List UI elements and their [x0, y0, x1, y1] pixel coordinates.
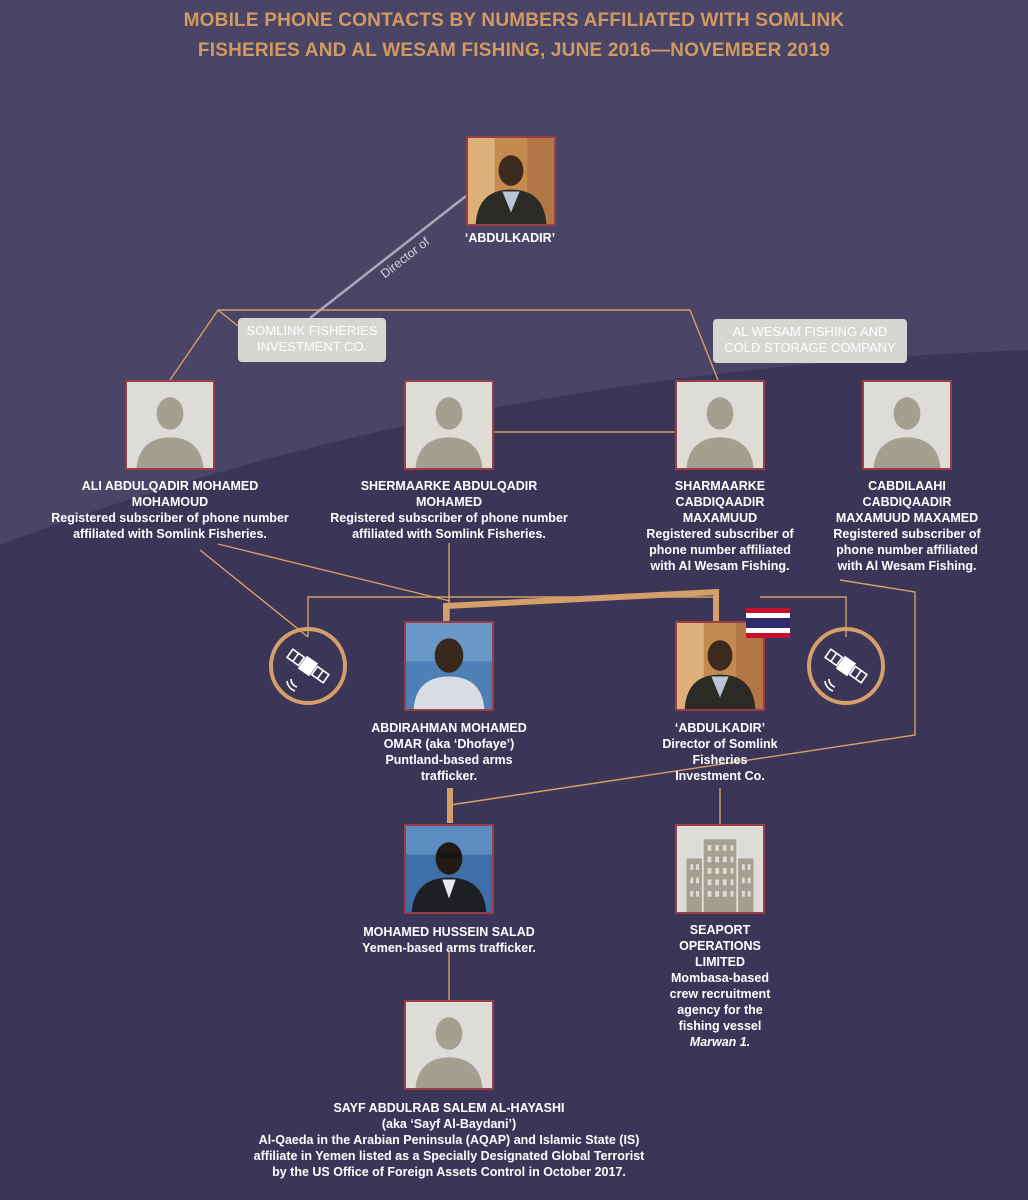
name-abdulkadir-top: ‘ABDULKADIR’ [464, 231, 556, 245]
photo-shermaarke [404, 380, 494, 470]
name-cabdilaahi-line-1: CABDILAAHI [868, 479, 946, 493]
desc-seaport-line-4: fishing vessel [678, 1019, 762, 1033]
desc-abdirahman-line-1: Puntland-based arms [385, 753, 513, 767]
satellite-right [807, 627, 885, 705]
company-somlink-line-2: INVESTMENT CO. [256, 339, 368, 354]
photo-ali [125, 380, 215, 470]
satellite-left [269, 627, 347, 705]
label-cabdilaahi: CABDILAAHI CABDIQAADIR MAXAMUUD MAXAMED … [818, 478, 996, 574]
company-alwesam-line-2: COLD STORAGE COMPANY [724, 340, 896, 355]
name-sharmaarke-line-3: MAXAMUUD [682, 511, 758, 525]
name-shermaarke-line-1: SHERMAARKE ABDULQADIR [360, 479, 538, 493]
name-sayf-line-2: (aka ‘Sayf Al-Baydani’) [381, 1117, 517, 1131]
title-line-2: FISHERIES AND AL WESAM FISHING, JUNE 201… [197, 40, 831, 61]
person-photo-icon [468, 138, 554, 224]
label-seaport: SEAPORT OPERATIONS LIMITED Mombasa-based… [650, 922, 790, 1050]
desc-cabdilaahi-line-2: phone number affiliated [836, 543, 978, 557]
name-seaport-line-1: SEAPORT [689, 923, 751, 937]
company-alwesam-line-1: AL WESAM FISHING AND [732, 324, 888, 339]
company-box-somlink: SOMLINK FISHERIES INVESTMENT CO. [238, 318, 386, 362]
desc-seaport-line-1: Mombasa-based [671, 971, 769, 985]
label-ali: ALI ABDULQADIR MOHAMED MOHAMOUD Register… [40, 478, 300, 542]
satellite-icon [285, 648, 331, 692]
label-abdulkadir-top: ‘ABDULKADIR’ [430, 230, 590, 246]
label-abdulkadir-mid: ‘ABDULKADIR’ Director of Somlink Fisheri… [640, 720, 800, 784]
satellite-icon [823, 648, 869, 692]
person-silhouette-icon [677, 382, 763, 468]
name-abdulkadir-mid: ‘ABDULKADIR’ [674, 721, 766, 735]
desc-seaport-line-2: crew recruitment [669, 987, 771, 1001]
desc-sharmaarke-line-2: phone number affiliated [649, 543, 791, 557]
name-sharmaarke-line-1: SHARMAARKE [674, 479, 766, 493]
desc-seaport-line-3: agency for the [677, 1003, 763, 1017]
photo-abdulkadir-top [466, 136, 556, 226]
name-ali-line-2: MOHAMOUD [131, 495, 209, 509]
desc-cabdilaahi-line-1: Registered subscriber of [833, 527, 981, 541]
person-photo-icon [406, 826, 492, 912]
label-sharmaarke: SHARMAARKE CABDIQAADIR MAXAMUUD Register… [634, 478, 806, 574]
desc-ali-line-2: affiliated with Somlink Fisheries. [73, 527, 267, 541]
label-mohamed-hussein: MOHAMED HUSSEIN SALAD Yemen-based arms t… [330, 924, 568, 956]
name-cabdilaahi-line-2: CABDIQAADIR [862, 495, 952, 509]
desc-abdirahman-line-2: trafficker. [420, 769, 478, 783]
person-silhouette-icon [864, 382, 950, 468]
desc-abdulkadir-mid-line-1: Director of Somlink [662, 737, 778, 751]
connector-sat-right-frame [760, 596, 847, 637]
person-silhouette-icon [406, 1002, 492, 1088]
name-mohamed-hussein: MOHAMED HUSSEIN SALAD [363, 925, 535, 939]
photo-abdirahman [404, 621, 494, 711]
connector-somlink-box-left [169, 308, 239, 381]
connector-director-of [309, 195, 467, 319]
connector-cabdilaahi-loop [449, 579, 916, 806]
name-abdirahman-line-2: OMAR (aka ‘Dhofaye’) [383, 737, 515, 751]
photo-mohamed-hussein [404, 824, 494, 914]
thailand-flag-icon [746, 608, 790, 638]
desc-shermaarke-line-2: affiliated with Somlink Fisheries. [352, 527, 546, 541]
photo-abdulkadir-mid [675, 621, 765, 711]
building-icon [677, 826, 763, 912]
desc-sayf-line-2: affiliate in Yemen listed as a Specially… [253, 1149, 645, 1163]
label-shermaarke: SHERMAARKE ABDULQADIR MOHAMED Registered… [320, 478, 578, 542]
name-sharmaarke-line-2: CABDIQAADIR [675, 495, 765, 509]
vessel-name: Marwan 1. [689, 1035, 751, 1049]
name-abdirahman-line-1: ABDIRAHMAN MOHAMED [371, 721, 527, 735]
name-cabdilaahi-line-3: MAXAMUUD MAXAMED [835, 511, 979, 525]
label-abdirahman: ABDIRAHMAN MOHAMED OMAR (aka ‘Dhofaye’) … [340, 720, 558, 784]
photo-sayf [404, 1000, 494, 1090]
desc-shermaarke-line-1: Registered subscriber of phone number [330, 511, 568, 525]
company-somlink-line-1: SOMLINK FISHERIES [246, 323, 378, 338]
desc-cabdilaahi-line-3: with Al Wesam Fishing. [837, 559, 977, 573]
connector-alwesam-sharmaarke [689, 309, 719, 381]
person-photo-icon [677, 623, 763, 709]
photo-sharmaarke [675, 380, 765, 470]
connector-ali-abdulkadir-mid [217, 543, 451, 602]
company-box-alwesam: AL WESAM FISHING AND COLD STORAGE COMPAN… [713, 319, 907, 363]
desc-sharmaarke-line-1: Registered subscriber of [646, 527, 794, 541]
name-shermaarke-line-2: MOHAMED [416, 495, 482, 509]
desc-sharmaarke-line-3: with Al Wesam Fishing. [650, 559, 790, 573]
desc-abdulkadir-mid-line-3: Investment Co. [675, 769, 765, 783]
photo-seaport [675, 824, 765, 914]
person-silhouette-icon [406, 382, 492, 468]
desc-sayf-line-3: by the US Office of Foreign Assets Contr… [272, 1165, 626, 1179]
connector-ali-satellite [199, 549, 309, 638]
label-sayf: SAYF ABDULRAB SALEM AL-HAYASHI (aka ‘Say… [214, 1100, 684, 1180]
title-line-1: MOBILE PHONE CONTACTS BY NUMBERS AFFILIA… [183, 10, 845, 31]
desc-ali-line-1: Registered subscriber of phone number [51, 511, 289, 525]
diagram-title: MOBILE PHONE CONTACTS BY NUMBERS AFFILIA… [0, 6, 1028, 66]
name-ali-line-1: ALI ABDULQADIR MOHAMED [81, 479, 259, 493]
connector-strong-abdirahman-abdulkadir [443, 588, 719, 622]
desc-sayf-line-1: Al-Qaeda in the Arabian Peninsula (AQAP)… [258, 1133, 640, 1147]
name-sayf-line-1: SAYF ABDULRAB SALEM AL-HAYASHI [333, 1101, 565, 1115]
name-seaport-line-2: OPERATIONS [679, 939, 761, 953]
photo-cabdilaahi [862, 380, 952, 470]
desc-mohamed-hussein: Yemen-based arms trafficker. [362, 941, 536, 955]
desc-abdulkadir-mid-line-2: Fisheries [692, 753, 748, 767]
person-silhouette-icon [127, 382, 213, 468]
person-photo-icon [406, 623, 492, 709]
name-seaport-line-3: LIMITED [695, 955, 745, 969]
